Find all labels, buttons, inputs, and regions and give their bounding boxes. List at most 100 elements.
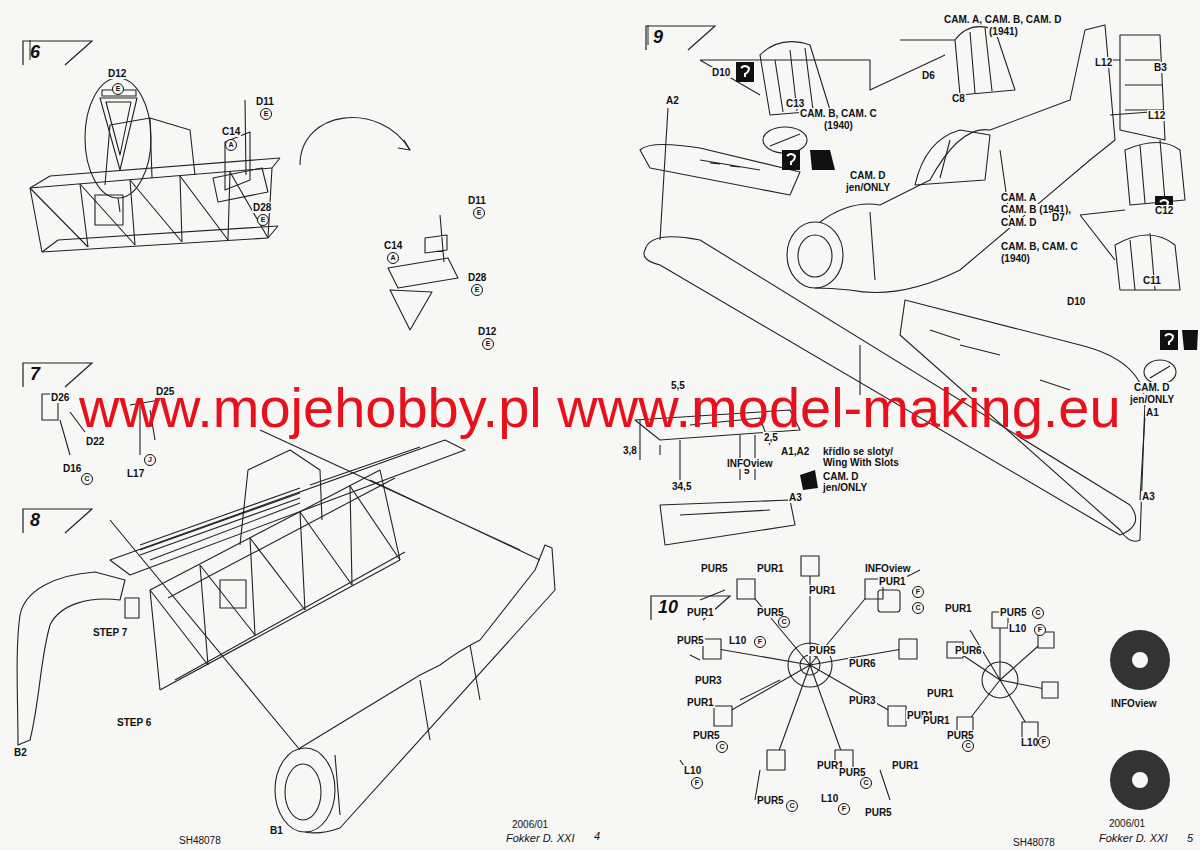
- paint-callout: F: [754, 636, 766, 648]
- footer-text: 5: [1186, 832, 1194, 844]
- part-label: C12: [1154, 205, 1174, 216]
- part-label: 3,8: [622, 445, 638, 456]
- part-label: CAM. A: [1000, 192, 1037, 203]
- part-label: C8: [951, 93, 966, 104]
- paint-callout: C: [962, 740, 974, 752]
- part-label: D7: [1051, 212, 1066, 223]
- part-label: L12: [1147, 110, 1166, 121]
- part-label: INFOview: [726, 458, 774, 469]
- part-label: PUR5: [838, 767, 867, 778]
- part-label: křídlo se sloty/: [822, 446, 894, 457]
- paint-callout: E: [471, 284, 483, 296]
- part-label: (1941): [988, 26, 1019, 37]
- paint-callout: E: [112, 83, 124, 95]
- part-label: D12: [107, 68, 127, 79]
- part-label: PUR5: [864, 807, 893, 818]
- paint-callout: C: [81, 473, 93, 485]
- part-label: C14: [383, 240, 403, 251]
- footer-text: 2006/01: [511, 819, 549, 830]
- part-label: CAM. B, CAM. C: [1000, 241, 1079, 252]
- paint-callout: C: [1032, 607, 1044, 619]
- part-label: jen/ONLY: [845, 182, 891, 193]
- part-label: CAM. A, CAM. B, CAM. D: [943, 14, 1062, 25]
- part-label: CAM. D: [1000, 217, 1038, 228]
- part-label: CAM. D: [822, 471, 860, 482]
- footer-text: 4: [593, 830, 601, 842]
- footer-text: SH48078: [178, 835, 222, 846]
- part-label: A3: [788, 492, 803, 503]
- part-label: L10: [683, 765, 702, 776]
- part-label: PUR5: [700, 563, 729, 574]
- part-label: C11: [1142, 275, 1162, 286]
- part-label: D11: [255, 96, 275, 107]
- part-label: INFOview: [1110, 698, 1158, 709]
- part-label: A2: [665, 95, 680, 106]
- part-label: PUR3: [848, 695, 877, 706]
- part-label: D11: [467, 195, 487, 206]
- part-label: A3: [1141, 491, 1156, 502]
- part-label: PUR5: [692, 730, 721, 741]
- part-label: D10: [711, 67, 731, 78]
- part-label: PUR1: [922, 715, 951, 726]
- part-label: D6: [921, 70, 936, 81]
- part-label: PUR1: [878, 576, 907, 587]
- part-label: A1,A2: [780, 446, 810, 457]
- step-flag: 6: [22, 40, 93, 64]
- part-label: L10: [728, 635, 747, 646]
- part-label: PUR5: [999, 607, 1028, 618]
- paint-callout: F: [1034, 624, 1046, 636]
- part-label: L10: [820, 793, 839, 804]
- paint-callout: F: [1038, 736, 1050, 748]
- step-number: 10: [650, 595, 678, 617]
- paint-callout: F: [838, 803, 850, 815]
- footer-text: Fokker D. XXI: [1098, 832, 1168, 844]
- paint-callout: C: [912, 602, 924, 614]
- watermark: www.mojehobby.pl www.model-making.eu: [79, 377, 1121, 439]
- footer-text: Fokker D. XXI: [505, 832, 575, 844]
- part-label: B3: [1153, 62, 1168, 73]
- part-label: D28: [467, 272, 487, 283]
- paint-callout: F: [691, 777, 703, 789]
- part-label: STEP 6: [116, 717, 152, 728]
- paint-callout: C: [778, 616, 790, 628]
- part-label: L17: [126, 468, 145, 479]
- part-label: L10: [1020, 737, 1039, 748]
- part-label: PUR1: [756, 563, 785, 574]
- part-label: B1: [269, 825, 284, 836]
- paint-callout: E: [482, 338, 494, 350]
- part-label: (1940): [1000, 253, 1031, 264]
- part-label: D26: [50, 392, 70, 403]
- paint-callout: J: [144, 454, 156, 466]
- step-flag: 9: [645, 25, 716, 49]
- part-label: PUR1: [891, 760, 920, 771]
- paint-callout: F: [912, 586, 924, 598]
- step-number: 6: [22, 40, 40, 62]
- part-label: PUR3: [694, 675, 723, 686]
- step-number: 7: [22, 362, 40, 384]
- step-number: 9: [645, 25, 663, 47]
- part-label: PUR1: [686, 697, 715, 708]
- paint-callout: A: [387, 252, 399, 264]
- part-label: PUR5: [808, 645, 837, 656]
- part-label: STEP 7: [92, 627, 128, 638]
- part-label: PUR1: [926, 688, 955, 699]
- part-label: CAM. B, CAM. C: [799, 108, 878, 119]
- part-label: B2: [13, 747, 28, 758]
- part-label: jen/ONLY: [822, 482, 868, 493]
- part-label: D16: [62, 463, 82, 474]
- part-label: PUR5: [756, 795, 785, 806]
- part-label: (1940): [823, 120, 854, 131]
- part-label: PUR6: [848, 658, 877, 669]
- part-label: CAM. D: [849, 170, 887, 181]
- step-number: 8: [22, 508, 40, 530]
- footer-text: 2006/01: [1108, 818, 1146, 829]
- part-label: L12: [1094, 57, 1113, 68]
- step-flag: 8: [22, 508, 93, 532]
- paint-callout: C: [716, 741, 728, 753]
- paint-callout: E: [473, 207, 485, 219]
- part-label: INFOview: [864, 563, 912, 574]
- part-label: PUR6: [954, 645, 983, 656]
- footer-text: SH48078: [1012, 837, 1056, 848]
- part-label: C14: [221, 126, 241, 137]
- paint-callout: A: [225, 139, 237, 151]
